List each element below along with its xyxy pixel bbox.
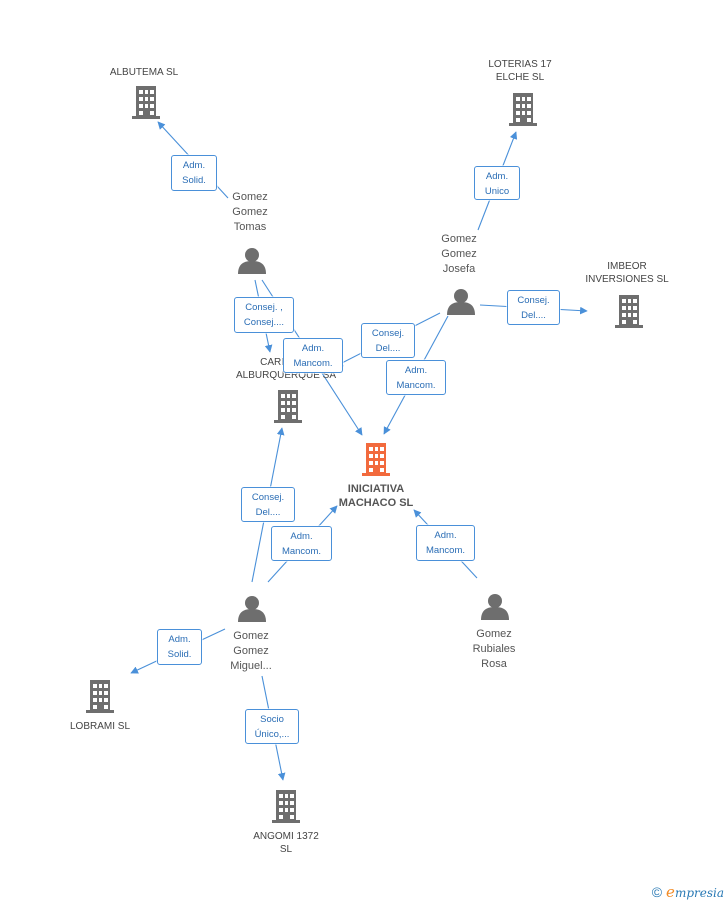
building-icon	[132, 86, 160, 119]
edge-label[interactable]: Adm. Solid.	[171, 155, 217, 191]
edges	[130, 121, 588, 781]
person-rosa[interactable]: Gomez Rubiales Rosa	[472, 628, 516, 670]
edge-label[interactable]: Consej. Del....	[361, 323, 415, 358]
edge-label[interactable]: Adm. Mancom.	[283, 338, 343, 373]
edge-label[interactable]: Adm. Unico	[474, 166, 520, 200]
person-icon	[238, 248, 266, 274]
edge-label[interactable]: Adm. Mancom.	[386, 360, 446, 395]
building-icon	[274, 390, 302, 423]
brand-e: e	[666, 883, 675, 901]
edge-label[interactable]: Socio Único,...	[245, 709, 299, 744]
company-imbeor[interactable]: IMBEOR INVERSIONES SL	[585, 261, 669, 285]
copyright-icon: ©	[651, 884, 663, 900]
company-iniciativa[interactable]: INICIATIVA MACHACO SL	[338, 483, 414, 509]
person-josefa[interactable]: Gomez Gomez Josefa	[441, 233, 477, 275]
building-icon	[615, 295, 643, 328]
company-angomi[interactable]: ANGOMI 1372 SL	[253, 831, 319, 855]
person-miguel[interactable]: Gomez Gomez Miguel...	[230, 630, 272, 672]
brand-text: mpresia	[674, 886, 724, 900]
building-icon	[272, 790, 300, 823]
edge-label[interactable]: Adm. Solid.	[157, 629, 202, 665]
building-icon	[362, 443, 390, 476]
edge-label[interactable]: Consej. , Consej....	[234, 297, 294, 333]
edge-label[interactable]: Adm. Mancom.	[271, 526, 332, 561]
person-icon	[238, 596, 266, 622]
person-icon	[481, 594, 509, 620]
building-icon	[509, 93, 537, 126]
person-tomas[interactable]: Gomez Gomez Tomas	[232, 191, 268, 233]
edge-label[interactable]: Consej. Del....	[241, 487, 295, 522]
company-loterias[interactable]: LOTERIAS 17 ELCHE SL	[488, 59, 552, 83]
building-icon	[86, 680, 114, 713]
edge-label[interactable]: Adm. Mancom.	[416, 525, 475, 561]
person-icon	[447, 289, 475, 315]
empresia-brand[interactable]: ©empresia	[652, 883, 724, 901]
company-albutema[interactable]: ALBUTEMA SL	[109, 67, 179, 78]
edge-label[interactable]: Consej. Del....	[507, 290, 560, 325]
company-lobrami[interactable]: LOBRAMI SL	[69, 721, 131, 732]
